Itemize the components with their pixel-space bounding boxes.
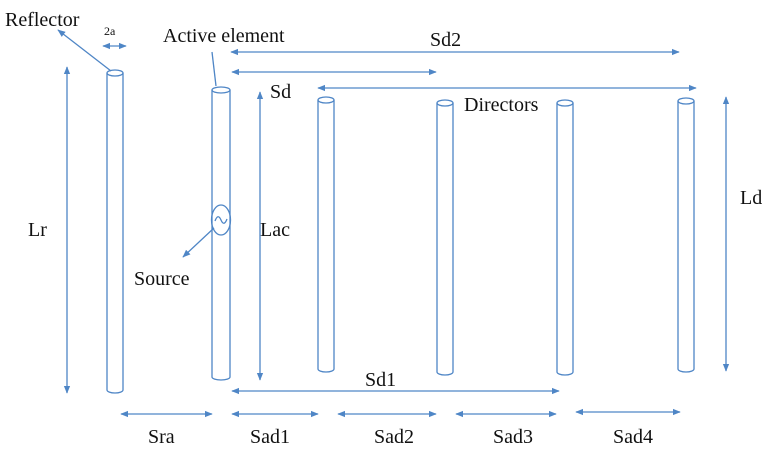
source-leader	[182, 227, 215, 258]
sd-label: Sd	[270, 81, 291, 103]
sad4-label: Sad4	[613, 426, 653, 448]
reflector-leader	[57, 29, 112, 72]
sad1-label: Sad1	[250, 426, 290, 448]
sad2-label: Sad2	[374, 426, 414, 448]
active-element-label: Active element	[163, 25, 285, 47]
sd2-label: Sd2	[430, 29, 461, 51]
source-label: Source	[134, 268, 190, 290]
reflector-label: Reflector	[5, 9, 80, 31]
lac-label: Lac	[260, 219, 290, 241]
director-element-4	[677, 97, 695, 373]
directors-label: Directors	[464, 94, 539, 116]
director-element-2	[436, 99, 454, 376]
active-element-leader	[211, 51, 217, 87]
sad3-label: Sad3	[493, 426, 533, 448]
ac-source-icon	[210, 204, 232, 236]
lr-label: Lr	[28, 219, 47, 241]
reflector-element	[106, 69, 124, 394]
ld-label: Ld	[740, 187, 762, 209]
sd1-label: Sd1	[365, 369, 396, 391]
active-element	[211, 86, 231, 381]
diameter-label: 2a	[104, 24, 116, 38]
sra-label: Sra	[148, 426, 175, 448]
director-element-1	[317, 96, 335, 373]
director-element-3	[556, 99, 574, 376]
